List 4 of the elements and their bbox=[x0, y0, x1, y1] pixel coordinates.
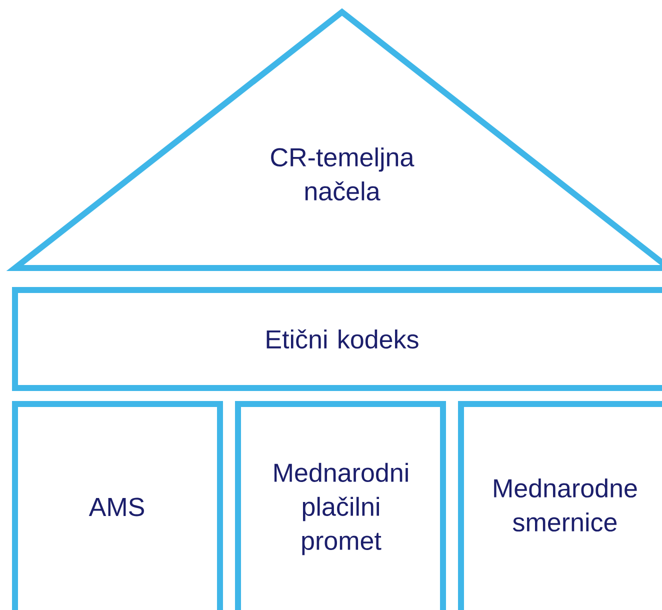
band-box: Etični kodeks bbox=[12, 287, 662, 391]
pillar-box: AMS bbox=[12, 401, 223, 610]
pillar-box: Mednarodne smernice bbox=[458, 401, 662, 610]
pillar-box: Mednarodni plačilni promet bbox=[235, 401, 446, 610]
